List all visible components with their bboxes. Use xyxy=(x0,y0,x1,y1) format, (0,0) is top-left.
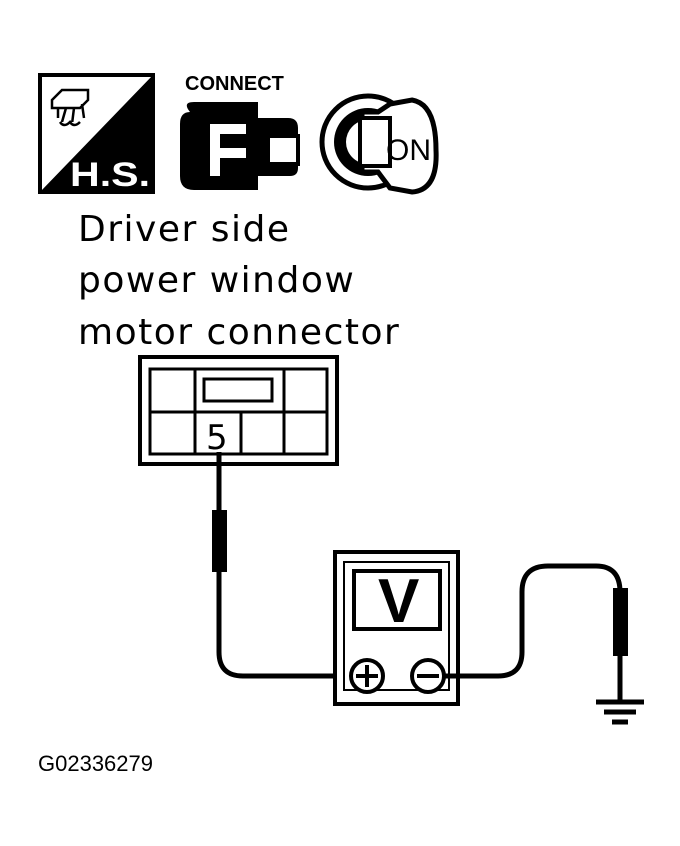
voltmeter xyxy=(333,550,460,706)
motor-connector xyxy=(138,355,339,466)
ground-icon xyxy=(596,699,644,725)
positive-test-lead xyxy=(212,452,352,679)
harness-label: H.S. xyxy=(70,156,150,194)
figure-code: G02336279 xyxy=(38,751,153,776)
harness-connector-icon xyxy=(38,73,155,194)
title-line-1: Driver side xyxy=(78,209,290,250)
ignition-key-icon xyxy=(319,93,439,195)
pin-label: 5 xyxy=(206,418,228,458)
positive-terminal-icon xyxy=(349,658,385,694)
title-line-3: motor connector xyxy=(78,312,400,353)
title-line-2: power window xyxy=(78,260,355,301)
negative-terminal-icon xyxy=(410,658,446,694)
ignition-label: ON xyxy=(386,134,431,167)
negative-test-lead xyxy=(444,563,628,700)
connect-label: CONNECT xyxy=(185,73,284,95)
connector-plug-icon xyxy=(180,102,300,190)
meter-label: V xyxy=(378,567,419,636)
